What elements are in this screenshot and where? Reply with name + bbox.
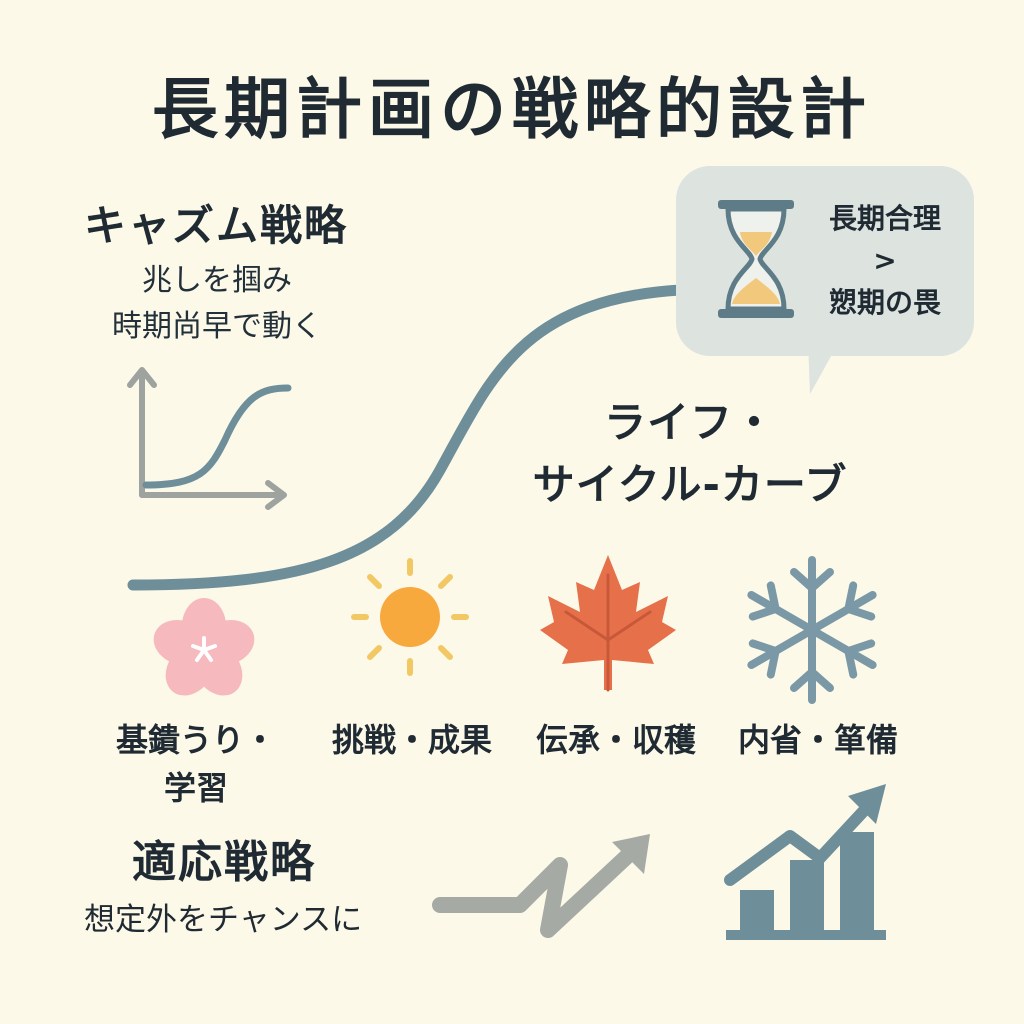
mini-s-curve xyxy=(142,384,292,489)
season-autumn-line-1: 伝承・収穫 xyxy=(535,721,696,759)
season-spring-line-2: 学習 xyxy=(163,769,228,807)
chart-axes-icon xyxy=(127,367,287,510)
lifecycle-curve-heading: ライフ・ サイクル-カーブ xyxy=(500,392,880,516)
season-spring-line-1: 基鐀うり・ xyxy=(115,721,276,759)
cherry-blossom-icon xyxy=(153,598,255,696)
zigzag-arrow-icon xyxy=(432,834,650,938)
page-title: 長期計画の戦略的設計 xyxy=(152,71,872,148)
speech-bubble xyxy=(676,166,974,356)
sun-icon xyxy=(351,558,469,676)
bar-chart-growth-icon xyxy=(724,784,886,940)
lifecycle-s-curve xyxy=(127,284,686,591)
chasm-desc-line-2: 時期尚早で動く xyxy=(112,309,322,344)
season-summer-line-1: 挑戦・成果 xyxy=(331,721,492,759)
season-label-winter: 内省・箪備 xyxy=(718,716,918,764)
bubble-line-2: > xyxy=(873,244,897,277)
season-label-autumn: 伝承・収穫 xyxy=(516,716,716,764)
maple-leaf-icon xyxy=(540,555,676,692)
bubble-line-3: 愬期の畏 xyxy=(828,286,941,319)
bubble-text: 長期合理 > 愬期の畏 xyxy=(810,198,960,324)
adaptive-strategy-heading: 適応戦略 xyxy=(132,837,316,888)
season-winter-line-1: 内省・箪備 xyxy=(737,721,898,759)
chasm-strategy-heading: キャズム戦略 xyxy=(84,201,349,250)
snowflake-icon xyxy=(747,556,877,704)
speech-bubble-tail xyxy=(808,340,840,394)
chasm-desc-line-1: 兆しを掴み xyxy=(142,263,292,298)
lifecycle-heading-line-1: ライフ・ xyxy=(603,398,776,447)
season-label-spring: 基鐀うり・ 学習 xyxy=(96,716,296,812)
bubble-line-1: 長期合理 xyxy=(828,202,941,235)
lifecycle-heading-line-2: サイクル-カーブ xyxy=(532,460,848,509)
adaptive-strategy-description: 想定外をチャンスに xyxy=(84,902,363,938)
season-label-summer: 挑戦・成果 xyxy=(312,716,512,764)
chasm-strategy-description: 兆しを掴み 時期尚早で動く xyxy=(112,258,322,350)
